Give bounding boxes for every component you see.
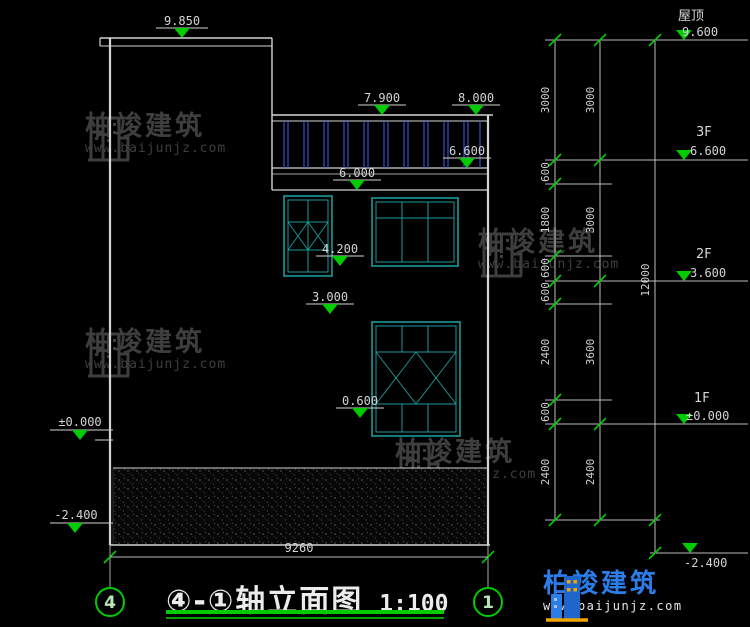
elevation-slab-mid-label: 6.000: [339, 166, 375, 180]
level-roof-value: 9.600: [682, 25, 718, 39]
chain-inner-dim: 600: [539, 402, 552, 422]
level-basement-value: -2.400: [684, 556, 727, 570]
level-roof-name: 屋顶: [678, 9, 704, 24]
level-3f-value: 6.600: [690, 144, 726, 158]
elevation-marker-triangles: [67, 28, 484, 533]
axis-bubble-1: 1: [482, 593, 494, 613]
axis-bubble-4: 4: [104, 593, 116, 613]
elevation-sill-1f-label: 0.600: [342, 394, 378, 408]
elevation-marker-lines: [50, 27, 500, 524]
chain-middle-dim: 3000: [584, 207, 597, 234]
level-1f-name: 1F: [694, 391, 710, 406]
right-dimension-lines: [545, 39, 748, 554]
roof-band-mullions: [283, 121, 481, 168]
chain-inner-dim: 600: [539, 282, 552, 302]
elevation-ground-label: ±0.000: [58, 415, 101, 429]
title-underline: [166, 610, 444, 614]
chain-inner-dim: 1800: [539, 207, 552, 234]
axis-bubbles: [95, 587, 503, 617]
brand-logo-icon: [546, 576, 588, 622]
window-1f: [371, 321, 461, 437]
chain-inner-dim: 3000: [539, 87, 552, 114]
elevation-roof-right-label: 8.000: [458, 91, 494, 105]
chain-inner-dim: 2400: [539, 339, 552, 366]
elevation-parapet-label: 9.850: [164, 14, 200, 28]
ground-hatch: [112, 467, 489, 546]
chain-middle-dim: 3000: [584, 87, 597, 114]
chain-middle-dim: 2400: [584, 459, 597, 486]
watermark: 柏竣建筑 www.baijunjz.com: [85, 112, 226, 162]
brand-logo: 柏竣建筑 www.baijunjz.com: [543, 569, 683, 622]
elevation-head-1f-label: 3.000: [312, 290, 348, 304]
window-2f-right: [371, 197, 459, 267]
level-1f-value: ±0.000: [686, 409, 729, 423]
chain-inner-dim: 600: [539, 258, 552, 278]
chain-inner-dim: 600: [539, 162, 552, 182]
window-2f-left: [283, 195, 333, 277]
elevation-foundation-label: -2.400: [54, 508, 97, 522]
chain-inner-dim: 2400: [539, 459, 552, 486]
elevation-sill-2f-label: 4.200: [322, 242, 358, 256]
title-underline: [166, 617, 444, 619]
elevation-band-bottom-label: 6.600: [449, 144, 485, 158]
brand-logo-name: 柏竣建筑: [543, 569, 660, 599]
level-3f-name: 3F: [696, 125, 712, 140]
level-2f-name: 2F: [696, 247, 712, 262]
level-2f-value: 3.600: [690, 266, 726, 280]
building-outline: [95, 37, 493, 589]
right-level-triangles: [676, 30, 698, 553]
bottom-dimension-value: 9260: [285, 541, 314, 555]
elevation-roof-left-label: 7.900: [364, 91, 400, 105]
watermark-building-icon: [88, 116, 130, 162]
chain-middle-dim: 3600: [584, 339, 597, 366]
chain-outer-dim: 12000: [639, 263, 652, 296]
watermark: 柏竣建筑 www.baijunjz.com: [85, 328, 226, 378]
